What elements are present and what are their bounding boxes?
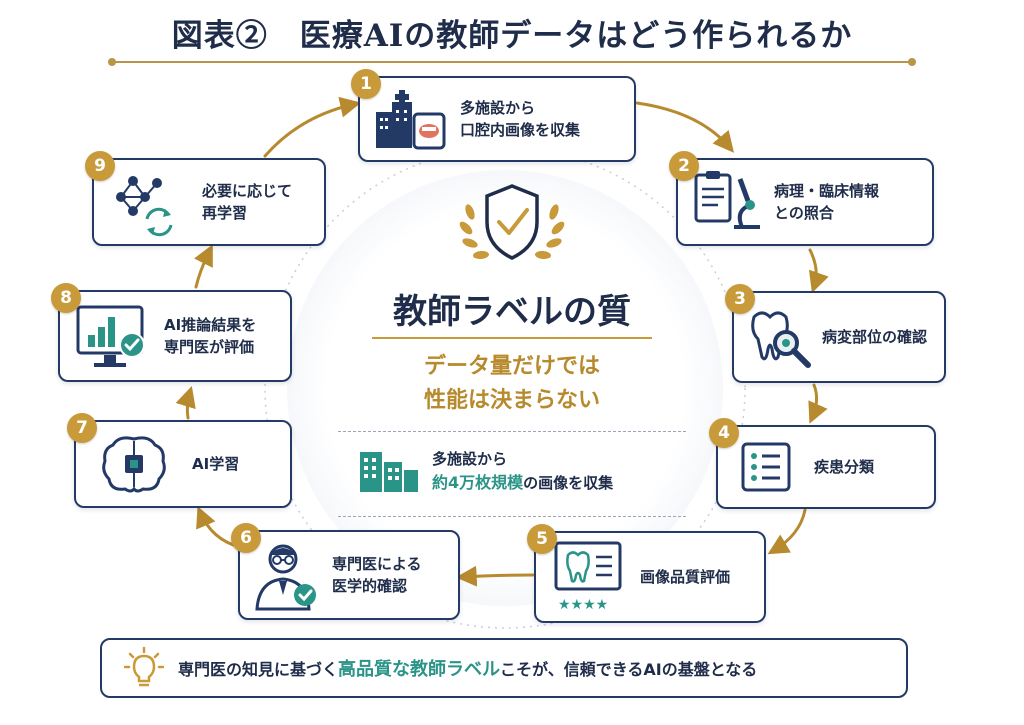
step-number-5: 5 (527, 524, 557, 554)
step-5-box: 5 ★★★★ 画像品質評価 (527, 524, 766, 623)
center-title: 教師ラベルの質 (393, 292, 631, 332)
center-note-rest: の画像を収集 (523, 474, 614, 492)
monitor-chart-check-icon (60, 303, 164, 369)
tooth-magnifier-icon (734, 305, 822, 369)
center-note: 多施設から 約4万枚規模の画像を収集 (432, 447, 692, 495)
clipboard-microscope-icon (678, 169, 774, 235)
step-label-2: 病理・臨床情報 との照合 (774, 182, 880, 222)
center-dashed-rule-top (338, 431, 686, 432)
step-2-box: 2 病理・臨床情報 との照合 (669, 151, 934, 246)
step-6-box: 6 専門医による 医学的確認 (231, 523, 460, 620)
arrow-9-to-1 (263, 96, 362, 158)
arrow-8-to-9 (194, 244, 213, 289)
brain-chip-icon (76, 433, 192, 495)
arrow-2-to-3 (808, 248, 829, 293)
step-label-6: 専門医による 医学的確認 (332, 555, 422, 595)
arrow-3-to-4 (808, 383, 828, 424)
step-label-8: AI推論結果を 専門医が評価 (164, 316, 257, 356)
step-number-2: 2 (669, 151, 699, 181)
shield-check-laurel-icon (459, 184, 565, 260)
center-divider (372, 337, 652, 339)
lightbulb-icon (124, 646, 164, 690)
center-note-line-1: 多施設から (432, 450, 508, 468)
checklist-icon (718, 441, 814, 493)
arrow-7-to-8 (175, 385, 196, 420)
step-7-box: 7 AI学習 (67, 413, 292, 508)
step-number-1: 1 (351, 69, 381, 99)
step-1-box: 1 多施設から 口腔内画像を収集 (351, 69, 636, 162)
bottom-message: 専門医の知見に基づく高品質な教師ラベルこそが、信頼できるAIの基盤となる (178, 655, 757, 681)
step-3-box: 3 病変部位の確認 (725, 284, 946, 383)
step-label-9: 必要に応じて 再学習 (202, 182, 293, 222)
step-number-4: 4 (709, 418, 739, 448)
bottom-text-highlight: 高品質な教師ラベル (338, 659, 501, 680)
step-4-box: 4 疾患分類 (709, 418, 936, 509)
arrow-5-to-6 (455, 565, 535, 587)
hospital-tablet-icon (360, 88, 460, 150)
step-number-8: 8 (51, 283, 81, 313)
buildings-icon (360, 452, 418, 492)
step-8-box: 8 AI推論結果を 専門医が評価 (51, 283, 292, 382)
doctor-check-icon (240, 539, 332, 611)
dotted-ring (264, 147, 746, 629)
center-note-highlight: 約4万枚規模 (432, 473, 524, 492)
bottom-text-after: こそが、信頼できるAIの基盤となる (500, 660, 758, 679)
step-label-1: 多施設から 口腔内画像を収集 (460, 99, 581, 139)
step-number-9: 9 (85, 151, 115, 181)
center-dashed-rule-bottom (338, 516, 686, 517)
network-cycle-icon (94, 167, 202, 237)
step-number-3: 3 (725, 284, 755, 314)
step-number-7: 7 (67, 413, 97, 443)
center-subtitle: データ量だけでは 性能は決まらない (423, 353, 600, 413)
arrow-4-to-5 (767, 508, 807, 555)
monitor-tooth-stars-icon: ★★★★ (536, 539, 640, 615)
step-label-7: AI学習 (192, 455, 240, 473)
center-note-line-2: 約4万枚規模の画像を収集 (432, 471, 692, 495)
step-label-5: 画像品質評価 (640, 568, 731, 586)
bottom-text-before: 専門医の知見に基づく (178, 660, 339, 679)
step-9-box: 9 必要に応じて 再学習 (85, 151, 326, 246)
page-title: 図表② 医療AIの教師データはどう作られるか (171, 18, 853, 54)
bottom-banner: 専門医の知見に基づく高品質な教師ラベルこそが、信頼できるAIの基盤となる (100, 638, 908, 698)
svg-text:★★★★: ★★★★ (558, 597, 608, 613)
title-divider (108, 58, 916, 66)
arrow-1-to-2 (635, 101, 735, 153)
step-label-4: 疾患分類 (814, 458, 875, 476)
step-label-3: 病変部位の確認 (822, 328, 928, 346)
step-number-6: 6 (231, 523, 261, 553)
